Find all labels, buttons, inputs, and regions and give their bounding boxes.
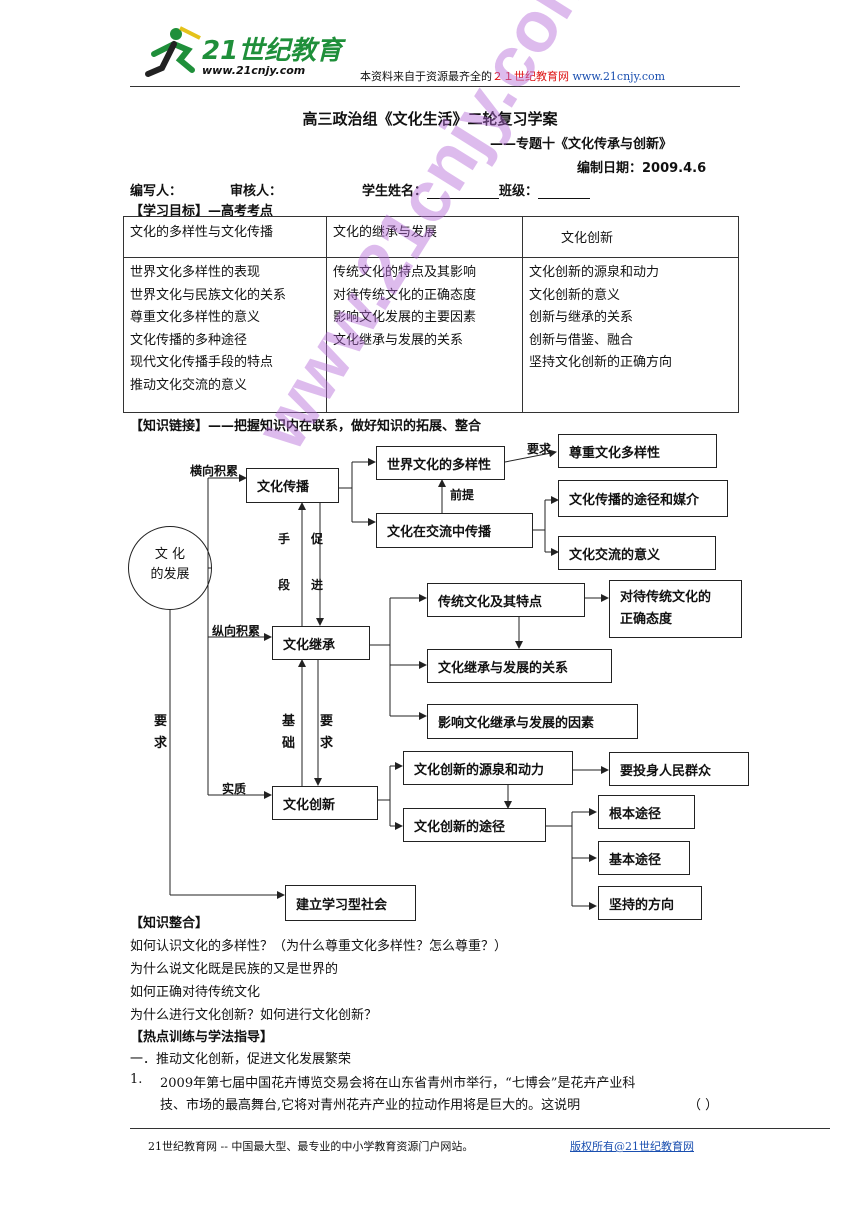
goals-col-header-1: 文化的多样性与文化传播: [123, 216, 327, 258]
header-note-prefix: 本资料来自于资源最齐全的: [360, 70, 492, 83]
label-require-left-1: 要: [154, 714, 168, 729]
student-name-field[interactable]: [427, 184, 500, 199]
reviewer-label: 审核人：: [230, 184, 283, 199]
question-line-1: 2009年第七届中国花卉博览交易会将在山东省青州市举行，“七博会”是花卉产业科: [160, 1076, 636, 1091]
label-essence: 实质: [222, 782, 247, 796]
label-basis-1: 基: [282, 714, 296, 729]
integration-line: 为什么进行文化创新？如何进行文化创新？: [130, 1008, 378, 1023]
label-vertical: 纵向积累: [212, 624, 261, 638]
goals-col-header-2: 文化的继承与发展: [326, 216, 523, 258]
label-require-left-2: 求: [154, 736, 168, 751]
integration-line: 如何认识文化的多样性？（为什么尊重文化多样性？怎么尊重？）: [130, 939, 508, 954]
footer-divider: [130, 1128, 830, 1129]
class-label: 班级：: [499, 184, 539, 199]
box-innovate: 文化创新: [272, 786, 378, 820]
goals-heading: 【学习目标】—高考考点: [130, 204, 274, 219]
goal-item: 创新与借鉴、融合: [529, 332, 634, 348]
box-respect: 尊重文化多样性: [558, 434, 717, 468]
label-promote-2: 进: [311, 578, 324, 592]
box-path: 文化创新的途径: [403, 808, 546, 842]
info-row: 编写人： 审核人： 学生姓名： 班级：: [130, 180, 591, 199]
goal-item: 世界文化多样性的表现: [130, 265, 261, 280]
label-require-mid-2: 求: [320, 736, 334, 751]
goals-col-2: 传统文化的特点及其影响 对待传统文化的正确态度 影响文化发展的主要因素 文化继承…: [326, 257, 523, 413]
box-exchange-meaning: 文化交流的意义: [558, 536, 716, 570]
goals-col-1: 世界文化多样性的表现 世界文化与民族文化的关系 尊重文化多样性的意义 文化传播的…: [123, 257, 327, 413]
integration-heading: 【知识整合】: [130, 916, 209, 931]
logo-text: 21世纪教育: [202, 36, 343, 66]
box-direction: 坚持的方向: [598, 886, 702, 920]
class-field[interactable]: [538, 184, 591, 199]
doc-title: 高三政治组《文化生活》二轮复习学案: [302, 110, 558, 128]
label-require-mid-1: 要: [320, 714, 334, 729]
box-spread: 文化传播: [246, 468, 339, 503]
hotspot-heading: 【热点训练与学法指导】: [130, 1030, 274, 1045]
label-means-1: 手: [278, 532, 291, 546]
box-attitude: 对待传统文化的 正确态度: [609, 580, 742, 638]
student-label: 学生姓名：: [362, 184, 428, 199]
goal-item: 对待传统文化的正确态度: [333, 287, 477, 303]
header-note: 本资料来自于资源最齐全的２１世纪教育网 www.21cnjy.com: [360, 68, 665, 84]
box-relation: 文化继承与发展的关系: [427, 649, 612, 683]
attitude-line-1: 对待传统文化的: [620, 590, 712, 605]
label-basis-2: 础: [282, 736, 296, 751]
goal-item: 尊重文化多样性的意义: [130, 310, 261, 325]
header-note-brand[interactable]: ２１世纪教育网: [492, 70, 569, 83]
footer-text: 21世纪教育网 -- 中国最大型、最专业的中小学教育资源门户网站。: [148, 1140, 474, 1153]
box-basic: 基本途径: [598, 841, 690, 875]
integration-line: 为什么说文化既是民族的又是世界的: [130, 962, 339, 977]
goal-item: 创新与继承的关系: [529, 310, 634, 325]
center-line-1: 文 化: [154, 547, 186, 562]
question-line-2: 技、市场的最高舞台,它将对青州花卉产业的拉动作用将是巨大的。这说明: [160, 1098, 581, 1113]
label-promote-1: 促: [311, 532, 324, 546]
goal-item: 现代文化传播手段的特点: [130, 355, 274, 370]
answer-parentheses[interactable]: （ ）: [688, 1098, 719, 1113]
author-label: 编写人：: [130, 184, 183, 199]
goal-item: 世界文化与民族文化的关系: [130, 287, 287, 303]
box-people: 要投身人民群众: [609, 752, 749, 786]
label-horizontal: 横向积累: [190, 464, 239, 478]
box-exchange: 文化在交流中传播: [376, 513, 533, 548]
goals-table: 文化的多样性与文化传播 文化的继承与发展 文化创新 世界文化多样性的表现 世界文…: [123, 216, 739, 413]
label-means-2: 段: [278, 578, 291, 592]
header-divider: [130, 86, 740, 87]
box-society: 建立学习型社会: [285, 885, 416, 921]
box-channels: 文化传播的途径和媒介: [558, 480, 728, 517]
box-diversity: 世界文化的多样性: [376, 446, 505, 480]
goal-item: 影响文化发展的主要因素: [333, 310, 477, 325]
culture-development-node: 文 化 的发展: [128, 526, 212, 610]
label-premise: 前提: [450, 488, 475, 502]
question-number: 1.: [130, 1072, 143, 1087]
links-heading: 【知识链接】——把握知识内在联系，做好知识的拓展、整合: [130, 419, 482, 434]
goal-item: 文化创新的意义: [529, 287, 621, 303]
goal-item: 传统文化的特点及其影响: [333, 265, 477, 280]
box-source: 文化创新的源泉和动力: [403, 751, 573, 785]
hotspot-subheading: 一．推动文化创新，促进文化发展繁荣: [130, 1052, 352, 1067]
integration-line: 如何正确对待传统文化: [130, 985, 261, 1000]
goal-item: 文化传播的多种途径: [130, 332, 248, 348]
center-line-2: 的发展: [150, 567, 190, 582]
goal-item: 坚持文化创新的正确方向: [529, 355, 673, 370]
attitude-line-2: 正确态度: [620, 612, 673, 627]
label-require-top: 要求: [527, 442, 552, 456]
footer-copyright-link[interactable]: 版权所有@21世纪教育网: [570, 1140, 694, 1153]
goal-item: 推动文化交流的意义: [130, 377, 248, 393]
goal-item: 文化继承与发展的关系: [333, 332, 464, 348]
goals-col-3: 文化创新的源泉和动力 文化创新的意义 创新与继承的关系 创新与借鉴、融合 坚持文…: [522, 257, 739, 413]
header-note-url[interactable]: www.21cnjy.com: [572, 70, 666, 83]
box-tradition: 传统文化及其特点: [427, 583, 585, 617]
doc-date: 编制日期：2009.4.6: [577, 161, 707, 176]
box-factors: 影响文化继承与发展的因素: [427, 704, 638, 739]
goals-col-header-3: 文化创新: [522, 216, 739, 258]
logo-url: www.21cnjy.com: [202, 64, 306, 77]
runner-logo-icon: [145, 26, 201, 77]
doc-subtitle: ——专题十《文化传承与创新》: [490, 137, 673, 152]
box-inherit: 文化继承: [272, 626, 370, 660]
goal-item: 文化创新的源泉和动力: [529, 265, 660, 280]
box-root: 根本途径: [598, 795, 695, 829]
site-logo: 21世纪教育 www.21cnjy.com: [140, 24, 343, 84]
